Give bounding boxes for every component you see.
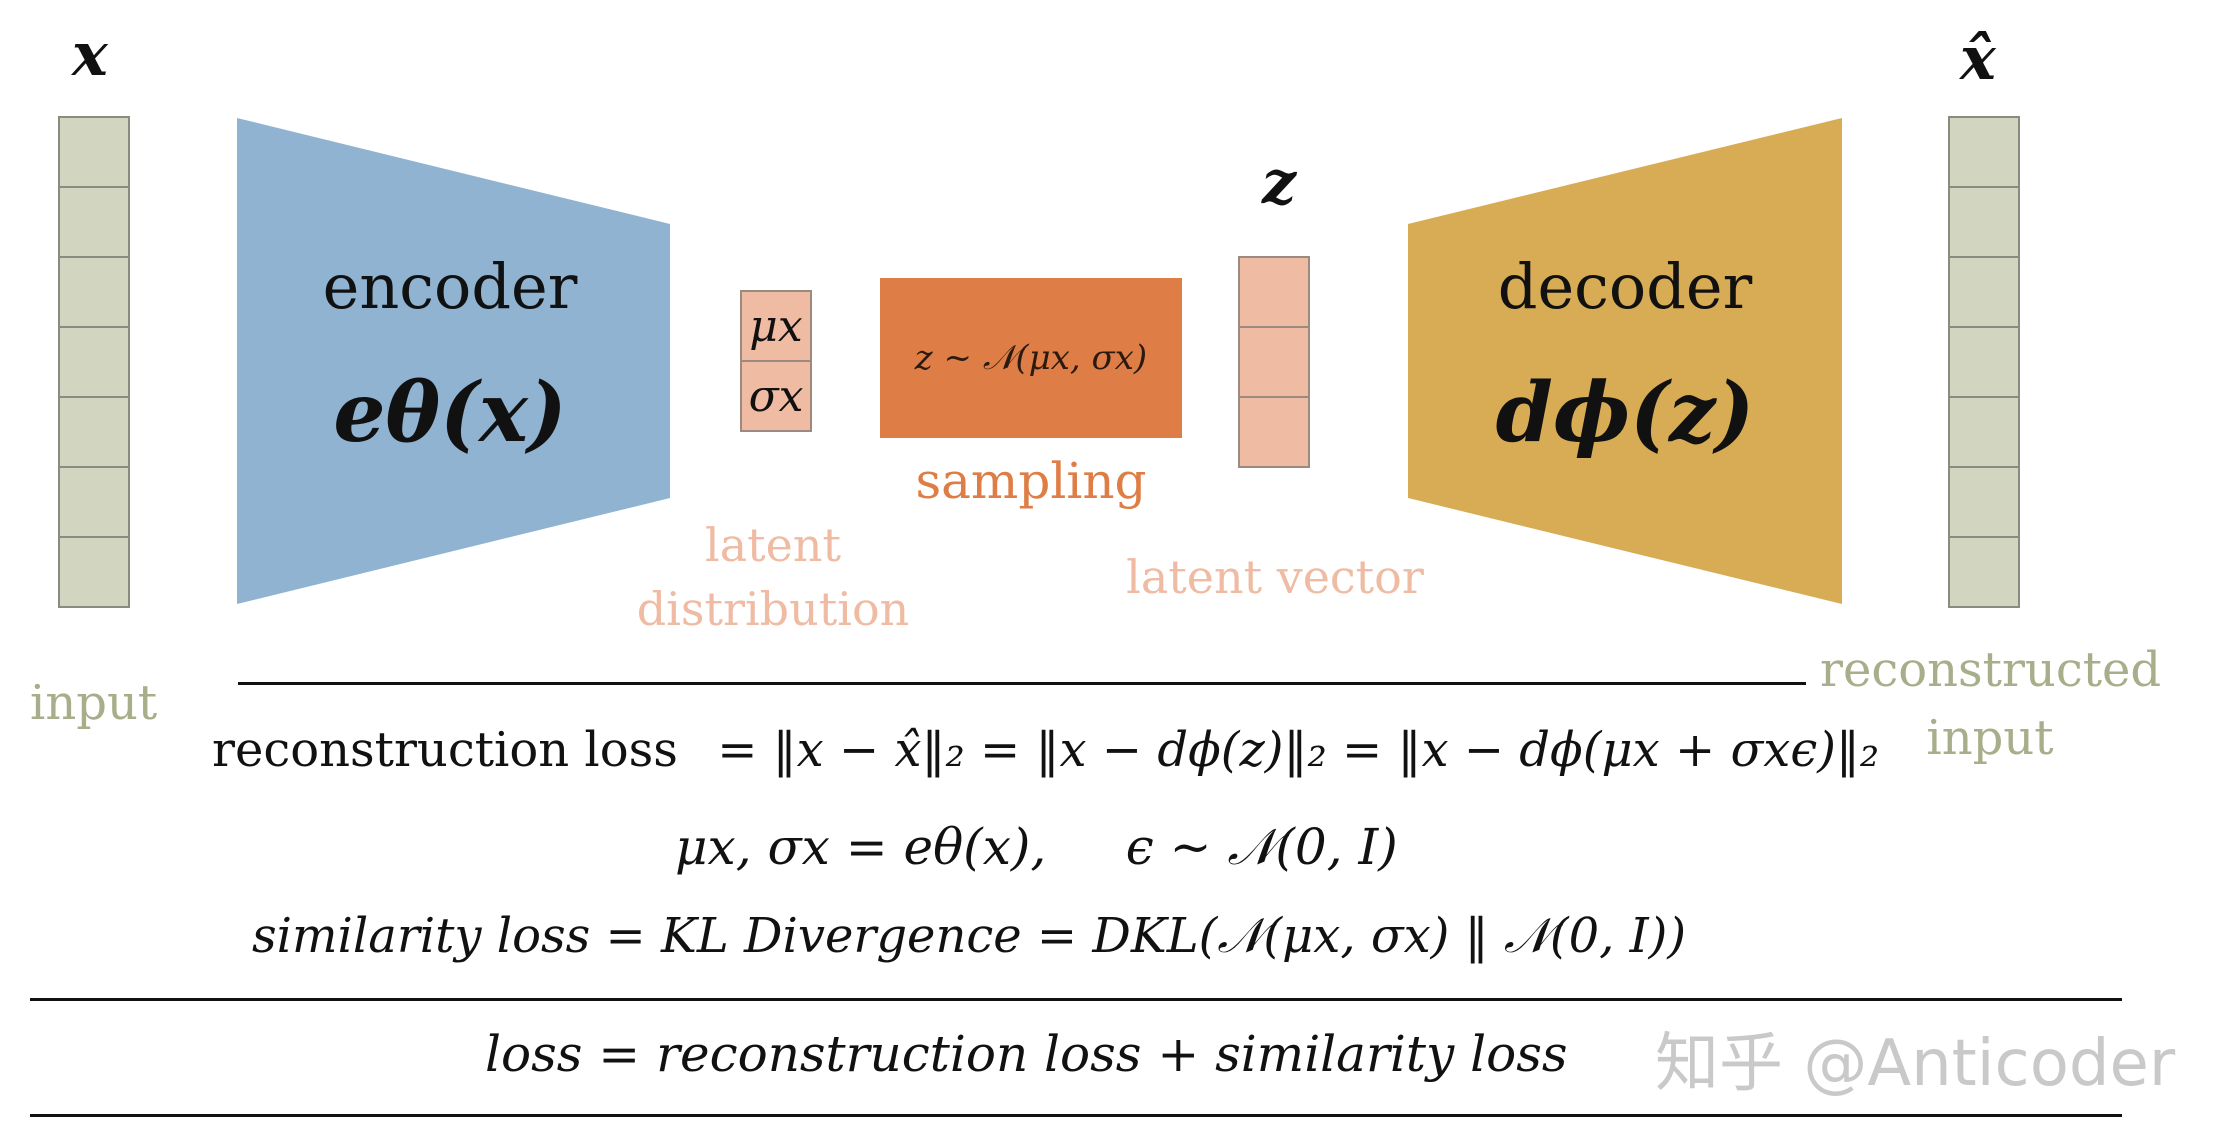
decoder-trapezoid [1408,118,1842,604]
reconstructed-label-1: reconstructed [1820,642,2162,698]
output-cell [1948,186,2020,258]
reconstruction-loss-label: reconstruction loss [212,722,678,778]
input-cell [58,466,130,538]
similarity-loss-equation: similarity loss = KL Divergence = DKL(𝒩(… [252,908,1687,964]
latent-vector-label: latent vector [1126,550,1424,604]
total-loss-equation: loss = reconstruction loss + similarity … [485,1025,1568,1083]
z-symbol: z [1262,148,1297,218]
output-cell [1948,536,2020,608]
input-symbol: x [72,20,108,90]
latent-cell [1238,396,1310,468]
output-cell [1948,466,2020,538]
output-cell [1948,396,2020,468]
input-cell [58,326,130,398]
reconstruction-loss-equation: reconstruction loss = ‖x − x̂‖₂ = ‖x − d… [212,722,1879,778]
divider-bottom [30,1114,2122,1117]
output-vector [1948,116,2020,608]
watermark: 知乎 @Anticoder [1655,1027,2176,1101]
latent-vector [1238,256,1310,468]
latent-cell [1238,326,1310,398]
divider-top [238,682,1806,685]
sigma-cell: σx [740,360,812,432]
sampling-label: sampling [915,452,1147,510]
input-cell [58,536,130,608]
output-cell [1948,256,2020,328]
latent-distribution-label-2: distribution [636,582,910,636]
divider-middle [30,998,2122,1001]
encoder-trapezoid [237,118,670,604]
sampling-formula: z ~ 𝒩(μx, σx) [914,338,1148,378]
encoder-function: eθ(x) [333,365,567,461]
mu-cell: μx [740,290,812,362]
parameters-equation: μx, σx = eθ(x), ϵ ~ 𝒩(0, I) [675,818,1398,876]
input-cell [58,256,130,328]
decoder-function: dϕ(z) [1495,365,1755,461]
latent-distribution-label-1: latent [705,518,841,572]
output-symbol: x̂ [1960,24,1996,94]
encoder-title: encoder [322,250,578,323]
input-cell [58,116,130,188]
latent-distribution-vector: μx σx [740,290,812,432]
sampling-box: z ~ 𝒩(μx, σx) [880,278,1182,438]
reconstruction-loss-expression: = ‖x − x̂‖₂ = ‖x − dϕ(z)‖₂ = ‖x − dϕ(μx … [717,722,1880,778]
decoder-title: decoder [1497,250,1753,323]
output-cell [1948,326,2020,398]
output-cell [1948,116,2020,188]
input-vector [58,116,130,608]
latent-cell [1238,256,1310,328]
reconstructed-label-2: input [1926,710,2054,766]
input-label: input [30,675,158,731]
